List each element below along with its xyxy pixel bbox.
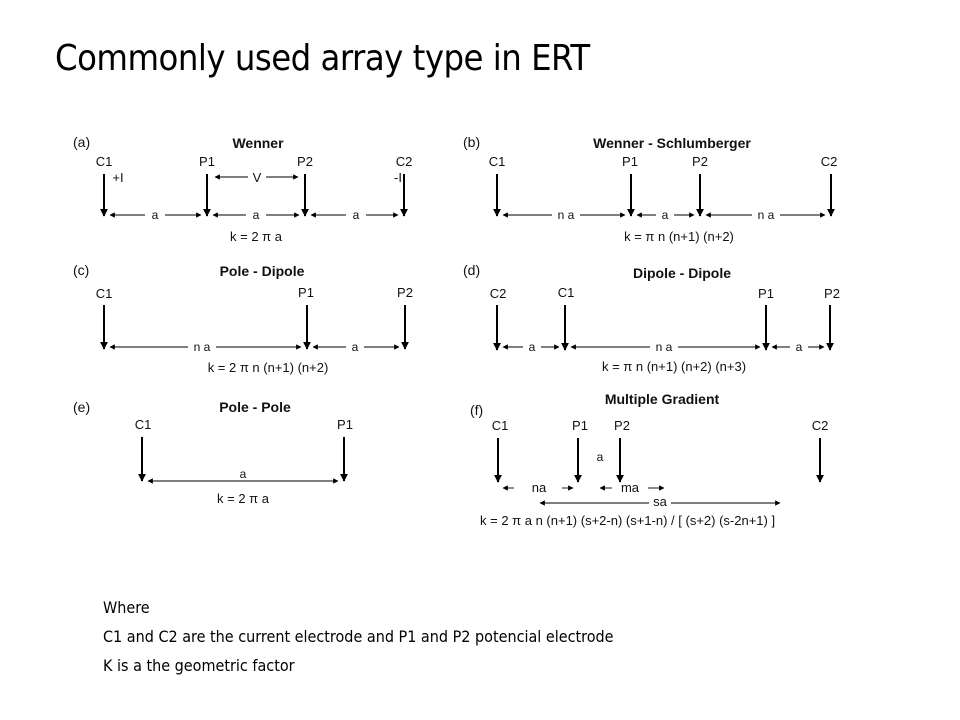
panel-a-spacing-label-1: a: [152, 208, 159, 222]
panel-b-label: (b): [463, 134, 480, 150]
panel-f-spacing-label-na: na: [532, 480, 547, 495]
panel-b-title: Wenner - Schlumberger: [593, 135, 751, 151]
panel-c-label: (c): [73, 262, 89, 278]
panel-f-electrode-c2: C2: [812, 418, 829, 433]
panel-b-electrode-c2: C2: [821, 154, 838, 169]
panel-b-spacing-label-bg-2: [656, 209, 674, 221]
panel-e-label: (e): [73, 399, 90, 415]
panel-b-spacing-label-bg-3: [752, 209, 780, 221]
panel-a-spacing-label-2: a: [253, 208, 260, 222]
panel-b-spacing-label-3: n a: [758, 208, 775, 222]
panel-b-spacing-label-2: a: [662, 208, 669, 222]
panel-c-title: Pole - Dipole: [220, 263, 305, 279]
panel-a-spacing-label-bg-2: [246, 209, 266, 221]
panel-b-electrode-p2: P2: [692, 154, 708, 169]
panel-a-spacing-label-bg-1: [145, 209, 165, 221]
panel-d-electrode-c1: C1: [558, 285, 575, 300]
legend-geometric-factor: K is a the geometric factor: [103, 656, 295, 675]
panel-a-wenner: (a) Wenner C1 +I P1 P2 C2 -I V a a a k =…: [73, 134, 412, 244]
panel-d-spacing-label-bg-3: [790, 341, 808, 353]
panel-a-label: (a): [73, 134, 90, 150]
panel-c-spacing-label-bg-1: [188, 341, 216, 353]
panel-f-spacing-label-sa: sa: [653, 494, 668, 509]
panel-f-spacing-label-a: a: [597, 450, 604, 464]
panel-a-spacing-label-bg-3: [346, 209, 366, 221]
panel-a-current-sign-minus: -I: [394, 170, 402, 185]
panel-c-electrode-c1: C1: [96, 286, 113, 301]
panel-c-formula: k = 2 π n (n+1) (n+2): [208, 360, 329, 375]
panel-b-wenner-schlumberger: (b) Wenner - Schlumberger C1 P1 P2 C2 n …: [463, 134, 837, 244]
panel-f-spacing-label-ma: ma: [621, 480, 640, 495]
panel-f-electrode-p2: P2: [614, 418, 630, 433]
panel-a-formula: k = 2 π a: [230, 229, 283, 244]
panel-f-electrode-c1: C1: [492, 418, 509, 433]
panel-f-electrode-p1: P1: [572, 418, 588, 433]
legend-electrode-definition: C1 and C2 are the current electrode and …: [103, 627, 614, 646]
panel-f-formula: k = 2 π a n (n+1) (s+2-n) (s+1-n) / [ (s…: [480, 513, 775, 528]
panel-a-title: Wenner: [232, 135, 284, 151]
panel-a-electrode-p2: P2: [297, 154, 313, 169]
panel-e-pole-pole: (e) Pole - Pole C1 P1 a k = 2 π a: [73, 399, 353, 506]
slide-title: Commonly used array type in ERT: [55, 38, 590, 79]
panel-d-title: Dipole - Dipole: [633, 265, 731, 281]
panel-d-spacing-label-3: a: [796, 340, 803, 354]
panel-e-electrode-c1: C1: [135, 417, 152, 432]
panel-c-spacing-label-bg-2: [346, 341, 364, 353]
panel-d-label: (d): [463, 262, 480, 278]
panel-d-spacing-label-1: a: [529, 340, 536, 354]
panel-c-spacing-label-2: a: [352, 340, 359, 354]
panel-a-current-sign-plus: +I: [112, 170, 123, 185]
panel-a-electrode-p1: P1: [199, 154, 215, 169]
panel-c-electrode-p2: P2: [397, 285, 413, 300]
panel-f-label: (f): [470, 402, 483, 418]
panel-e-electrode-p1: P1: [337, 417, 353, 432]
legend-where: Where: [103, 598, 150, 617]
panel-d-spacing-label-bg-2: [650, 341, 678, 353]
panel-d-electrode-c2: C2: [490, 286, 507, 301]
panel-d-spacing-label-bg-1: [523, 341, 541, 353]
panel-f-multiple-gradient: (f) Multiple Gradient C1 P1 P2 C2 a na m…: [470, 391, 828, 528]
panel-a-electrode-c1: C1: [96, 154, 113, 169]
panel-c-electrode-p1: P1: [298, 285, 314, 300]
panel-a-spacing-label-3: a: [353, 208, 360, 222]
panel-c-spacing-label-1: n a: [194, 340, 211, 354]
panel-e-title: Pole - Pole: [219, 399, 291, 415]
panel-e-spacing-label-1: a: [240, 467, 247, 481]
panel-b-spacing-label-1: n a: [558, 208, 575, 222]
panel-d-electrode-p1: P1: [758, 286, 774, 301]
panel-d-formula: k = π n (n+1) (n+2) (n+3): [602, 359, 746, 374]
panel-a-electrode-c2: C2: [396, 154, 413, 169]
panel-d-spacing-label-2: n a: [656, 340, 673, 354]
panel-d-electrode-p2: P2: [824, 286, 840, 301]
electrode-array-diagram: (a) Wenner C1 +I P1 P2 C2 -I V a a a k =…: [73, 134, 840, 528]
panel-b-formula: k = π n (n+1) (n+2): [624, 229, 734, 244]
panel-f-title: Multiple Gradient: [605, 391, 720, 407]
panel-b-electrode-c1: C1: [489, 154, 506, 169]
panel-b-spacing-label-bg-1: [552, 209, 580, 221]
panel-d-dipole-dipole: (d) Dipole - Dipole C2 C1 P1 P2 a n a a …: [463, 262, 840, 374]
panel-a-voltage-label: V: [253, 170, 262, 185]
panel-c-pole-dipole: (c) Pole - Dipole C1 P1 P2 n a a k = 2 π…: [73, 262, 413, 375]
panel-e-formula: k = 2 π a: [217, 491, 270, 506]
panel-f-spacing-label-bg-sa: [649, 495, 671, 508]
panel-b-electrode-p1: P1: [622, 154, 638, 169]
legend: Where C1 and C2 are the current electrod…: [103, 593, 614, 680]
